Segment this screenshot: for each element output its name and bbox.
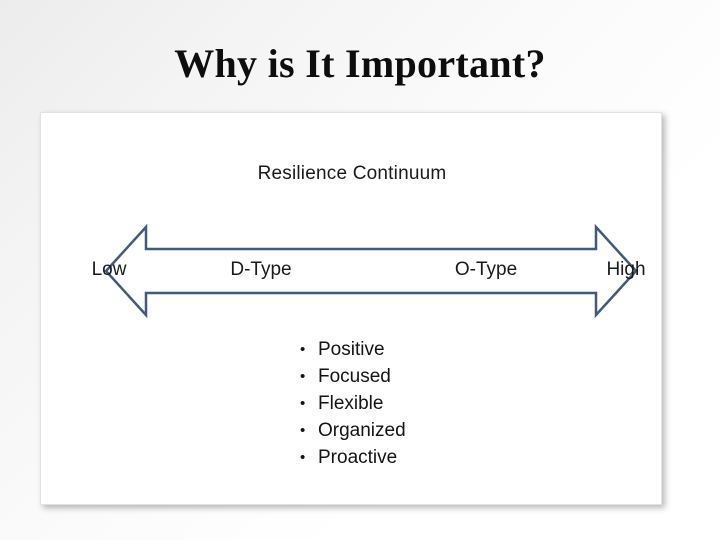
list-item: • Flexible [296, 390, 526, 417]
bullet-icon: • [300, 368, 306, 385]
bullet-icon: • [300, 449, 306, 466]
diagram-heading: Resilience Continuum [257, 163, 447, 184]
bullet-icon: • [300, 422, 306, 439]
scale-label-high: High [606, 259, 646, 280]
double-headed-arrow-icon [101, 221, 641, 321]
list-item: • Focused [296, 363, 526, 390]
bullet-icon: • [300, 341, 306, 358]
scale-label-low: Low [91, 259, 127, 280]
list-item-label: Proactive [318, 447, 398, 468]
resilience-continuum-diagram: Resilience Continuum Low High D-Type O-T… [41, 113, 663, 506]
type-label-o-type: O-Type [454, 259, 518, 280]
trait-list: • Positive • Focused • Flexible • Organi… [296, 336, 526, 471]
list-item: • Organized [296, 417, 526, 444]
list-item-label: Organized [318, 420, 406, 441]
bullet-icon: • [300, 395, 306, 412]
list-item: • Proactive [296, 444, 526, 471]
page-title: Why is It Important? [174, 41, 546, 86]
type-label-d-type: D-Type [230, 259, 292, 280]
content-panel: Resilience Continuum Low High D-Type O-T… [40, 112, 662, 505]
list-item: • Positive [296, 336, 526, 363]
list-item-label: Focused [318, 366, 391, 387]
list-item-label: Flexible [318, 393, 384, 414]
list-item-label: Positive [318, 339, 385, 360]
